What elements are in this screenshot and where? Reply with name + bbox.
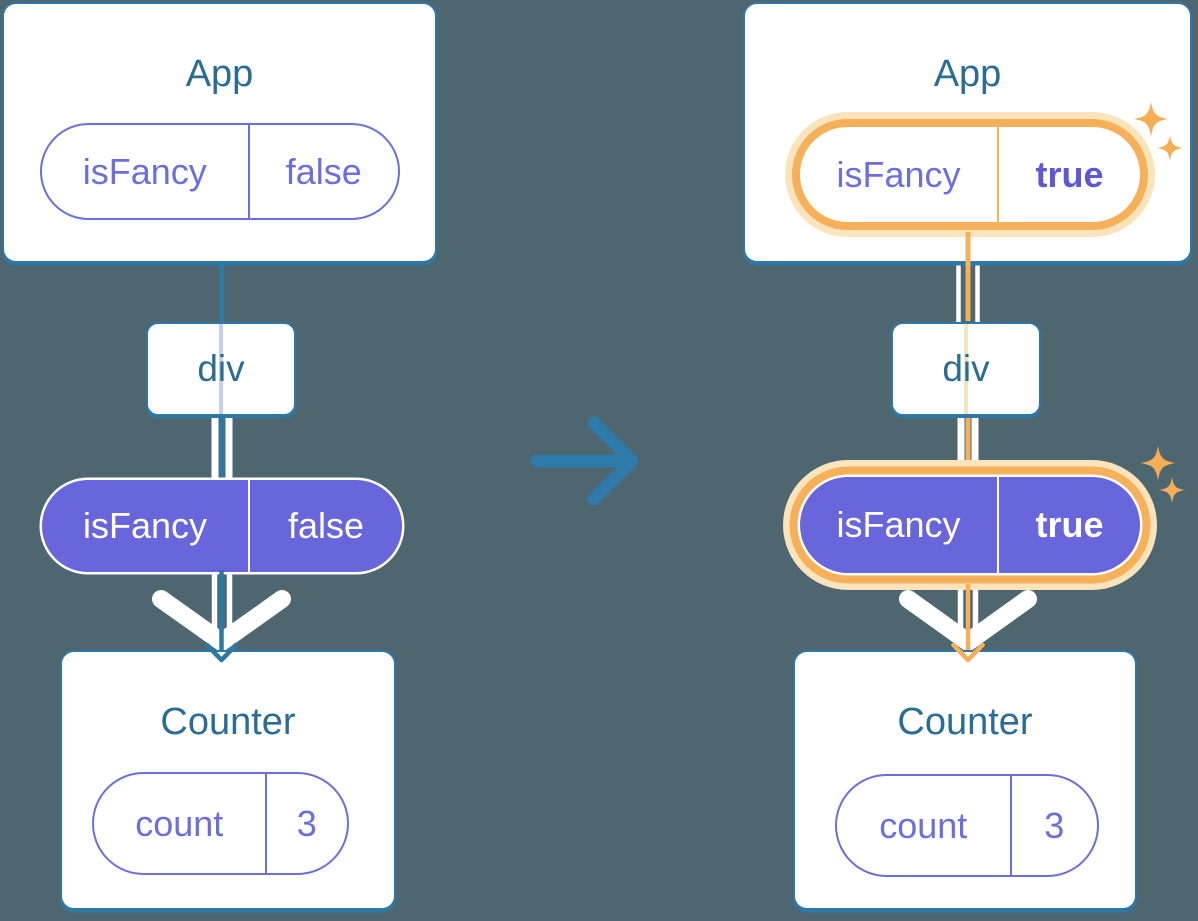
prop-value: true xyxy=(997,127,1140,222)
state-pill-before: count 3 xyxy=(92,772,349,875)
prop-pill-app-before: isFancy false xyxy=(40,123,400,220)
counter-card-after: Counter count 3 xyxy=(793,650,1137,910)
state-name: count xyxy=(879,804,968,846)
prop-name: isFancy xyxy=(82,505,208,546)
component-title: Counter xyxy=(160,701,296,743)
sparkle-icon xyxy=(1140,445,1176,481)
prop-name: isFancy xyxy=(836,504,961,545)
div-node-after: div xyxy=(891,322,1041,416)
prop-name: isFancy xyxy=(82,150,207,192)
prop-name: isFancy xyxy=(836,153,961,195)
counter-card-before: Counter count 3 xyxy=(60,650,396,910)
sparkle-icon xyxy=(1159,477,1185,503)
prop-through-line xyxy=(963,324,969,414)
passed-prop-pill-before: isFancy false xyxy=(42,480,402,572)
prop-value: false xyxy=(247,125,399,218)
white-chevron-icon xyxy=(152,590,291,651)
sparkles-icon-passed-pill xyxy=(1140,445,1185,503)
div-label: div xyxy=(197,348,245,389)
before-connectors xyxy=(152,256,291,651)
after-connectors xyxy=(899,262,1037,651)
white-chevron-icon xyxy=(899,590,1037,651)
component-title: Counter xyxy=(897,701,1033,743)
prop-flow-arrow-before xyxy=(204,570,239,663)
state-pill-after: count 3 xyxy=(835,774,1099,877)
prop-value: true xyxy=(997,477,1140,573)
state-value: 3 xyxy=(264,774,348,873)
component-title: App xyxy=(933,53,1002,95)
component-title: App xyxy=(185,53,254,95)
passed-prop-pill-after-highlighted: isFancy true xyxy=(800,477,1140,573)
state-value: 3 xyxy=(1009,776,1098,875)
prop-value: false xyxy=(248,480,402,572)
prop-through-line xyxy=(218,324,224,414)
prop-pill-app-after-highlighted: isFancy true xyxy=(792,119,1148,230)
div-label: div xyxy=(942,348,990,389)
div-node-before: div xyxy=(146,322,296,416)
state-name: count xyxy=(135,802,224,844)
transform-arrow-icon xyxy=(530,416,639,506)
prop-flow-arrow-after xyxy=(951,584,985,663)
